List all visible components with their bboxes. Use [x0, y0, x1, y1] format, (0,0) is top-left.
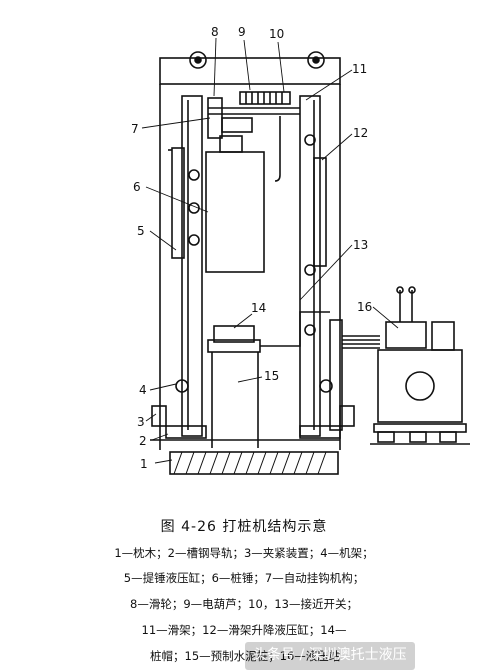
part-number-9: 9 [238, 25, 246, 39]
pile-driver-diagram: 1 2 3 4 5 6 7 8 9 10 11 12 13 14 15 16 [131, 25, 470, 475]
legend-line: 桩帽；15—预制水泥桩；16—液压站 [150, 649, 341, 663]
part-number-12: 12 [353, 126, 368, 140]
hammer-lift-cylinder [171, 147, 185, 259]
left-guide-column [181, 95, 203, 437]
part-number-4: 4 [139, 383, 147, 397]
watermark: 头条号 / 深圳澳托士液压 [245, 642, 415, 670]
part-number-14: 14 [251, 301, 266, 315]
legend-line: 11—滑架；12—滑架升降液压缸；14— [141, 623, 347, 637]
part-number-7: 7 [131, 122, 139, 136]
part-number-13: 13 [353, 238, 368, 252]
part-number-5: 5 [137, 224, 145, 238]
pile-hammer [205, 151, 265, 273]
legend-line: 8—滑轮；9—电葫芦；10，13—接近开关； [130, 597, 358, 611]
part-number-2: 2 [139, 434, 147, 448]
slide-lift-cylinder [313, 157, 327, 267]
hydraulic-station [377, 349, 463, 423]
legend-line: 1—枕木；2—槽钢导轨；3—夹紧装置；4—机架； [114, 546, 374, 560]
part-number-10: 10 [269, 27, 284, 41]
part-number-1: 1 [140, 457, 148, 471]
part-number-8: 8 [211, 25, 219, 39]
part-number-11: 11 [352, 62, 367, 76]
legend-line: 5—提锤液压缸；6—桩锤；7—自动挂钩机构； [123, 571, 365, 585]
clamp-left [151, 405, 167, 427]
part-number-16: 16 [357, 300, 372, 314]
part-number-3: 3 [137, 415, 145, 429]
top-crossbeam [159, 57, 341, 85]
pulley-right [307, 51, 325, 69]
clamp-right [339, 405, 355, 427]
auto-hook-mechanism [207, 97, 223, 139]
electric-hoist [239, 91, 291, 105]
figure-caption: 图 4-26 打桩机结构示意 [160, 519, 328, 535]
pulley-left [189, 51, 207, 69]
pile-cap [213, 325, 255, 343]
part-number-15: 15 [264, 369, 279, 383]
part-number-6: 6 [133, 180, 141, 194]
